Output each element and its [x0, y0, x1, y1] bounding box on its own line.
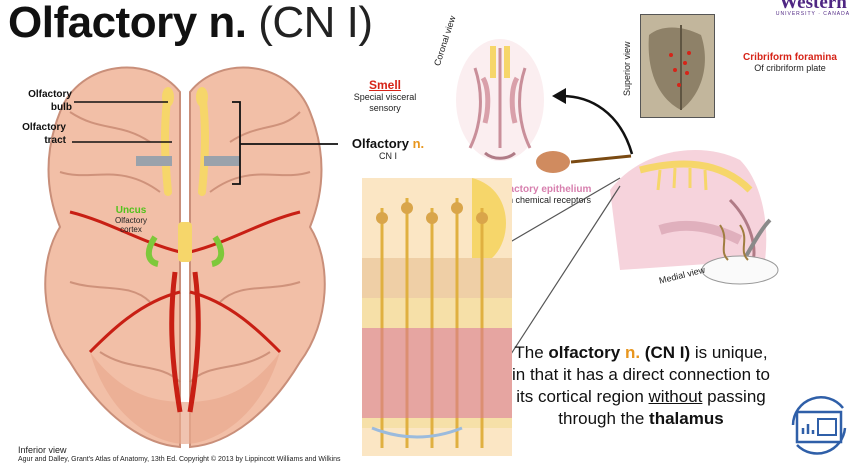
cribriform-label: Cribriform foramina Of cribriform plate [722, 52, 858, 74]
zoom-lines [499, 177, 621, 372]
uncus-label: Uncus Olfactory cortex [106, 205, 156, 234]
superior-view-label: Superior view [622, 41, 632, 96]
coronal-nasal-illustration [456, 39, 544, 161]
university-logo: Western UNIVERSITY · CANADA [768, 0, 858, 17]
summary-part-2: is unique, in that it has a direct conne… [512, 343, 770, 406]
nasal-medial-view-illustration [610, 150, 779, 285]
smell-title: Smell [368, 78, 401, 92]
summary-part-3: passing through the [558, 387, 766, 428]
smell-subtitle: Special visceral sensory [353, 92, 417, 113]
olfactory-bulb-label: Olfactory bulb [28, 89, 72, 113]
inferior-view-label: Inferior view [18, 445, 67, 455]
logo-name: Western [779, 0, 847, 13]
cribriform-title: Cribriform foramina [743, 52, 837, 63]
cribriform-subtitle: Of cribriform plate [754, 63, 826, 73]
cribriform-plate-image [640, 14, 715, 118]
summary-text: The olfactory n. (CN I) is unique, in th… [508, 342, 774, 430]
figure-credit: Agur and Dalley, Grant's Atlas of Anatom… [18, 456, 341, 463]
summary-bold-olfactory: olfactory [548, 343, 625, 362]
olfactory-epithelium-illustration [362, 178, 512, 456]
nerve-bracket [232, 101, 338, 185]
summary-underlined: without [648, 387, 703, 406]
summary-bold-thalamus: thalamus [649, 409, 724, 428]
nerve-label-text: Olfactory [351, 136, 409, 151]
small-brain-icon [536, 151, 632, 173]
summary-bold-cn: (CN I) [640, 343, 691, 362]
presentation-icon[interactable] [783, 390, 855, 460]
curved-arrow [552, 88, 634, 155]
olfactory-tract-label: Olfactory tract [22, 122, 66, 146]
smell-block: Smell Special visceral sensory [340, 78, 430, 114]
olfactory-nerve-label: Olfactory n. CN I [343, 136, 433, 162]
epithelium-subtitle: With chemical receptors [494, 195, 592, 205]
brain-inferior-illustration [44, 66, 326, 449]
brain-leader-lines [72, 101, 172, 143]
uncus-title: Uncus [115, 205, 147, 216]
uncus-subtitle: Olfactory cortex [114, 216, 147, 234]
nerve-label-n: n. [412, 136, 425, 151]
epithelium-title: Olfactory epithelium [494, 184, 592, 195]
logo-sub: UNIVERSITY · CANADA [775, 11, 851, 17]
page-title: Olfactory n. (CN I) [8, 0, 373, 47]
summary-bold-n: n. [624, 343, 641, 362]
summary-part-1: The [514, 343, 549, 362]
epithelium-label: Olfactory epithelium With chemical recep… [480, 184, 606, 206]
nerve-label-cn: CN I [379, 151, 397, 161]
